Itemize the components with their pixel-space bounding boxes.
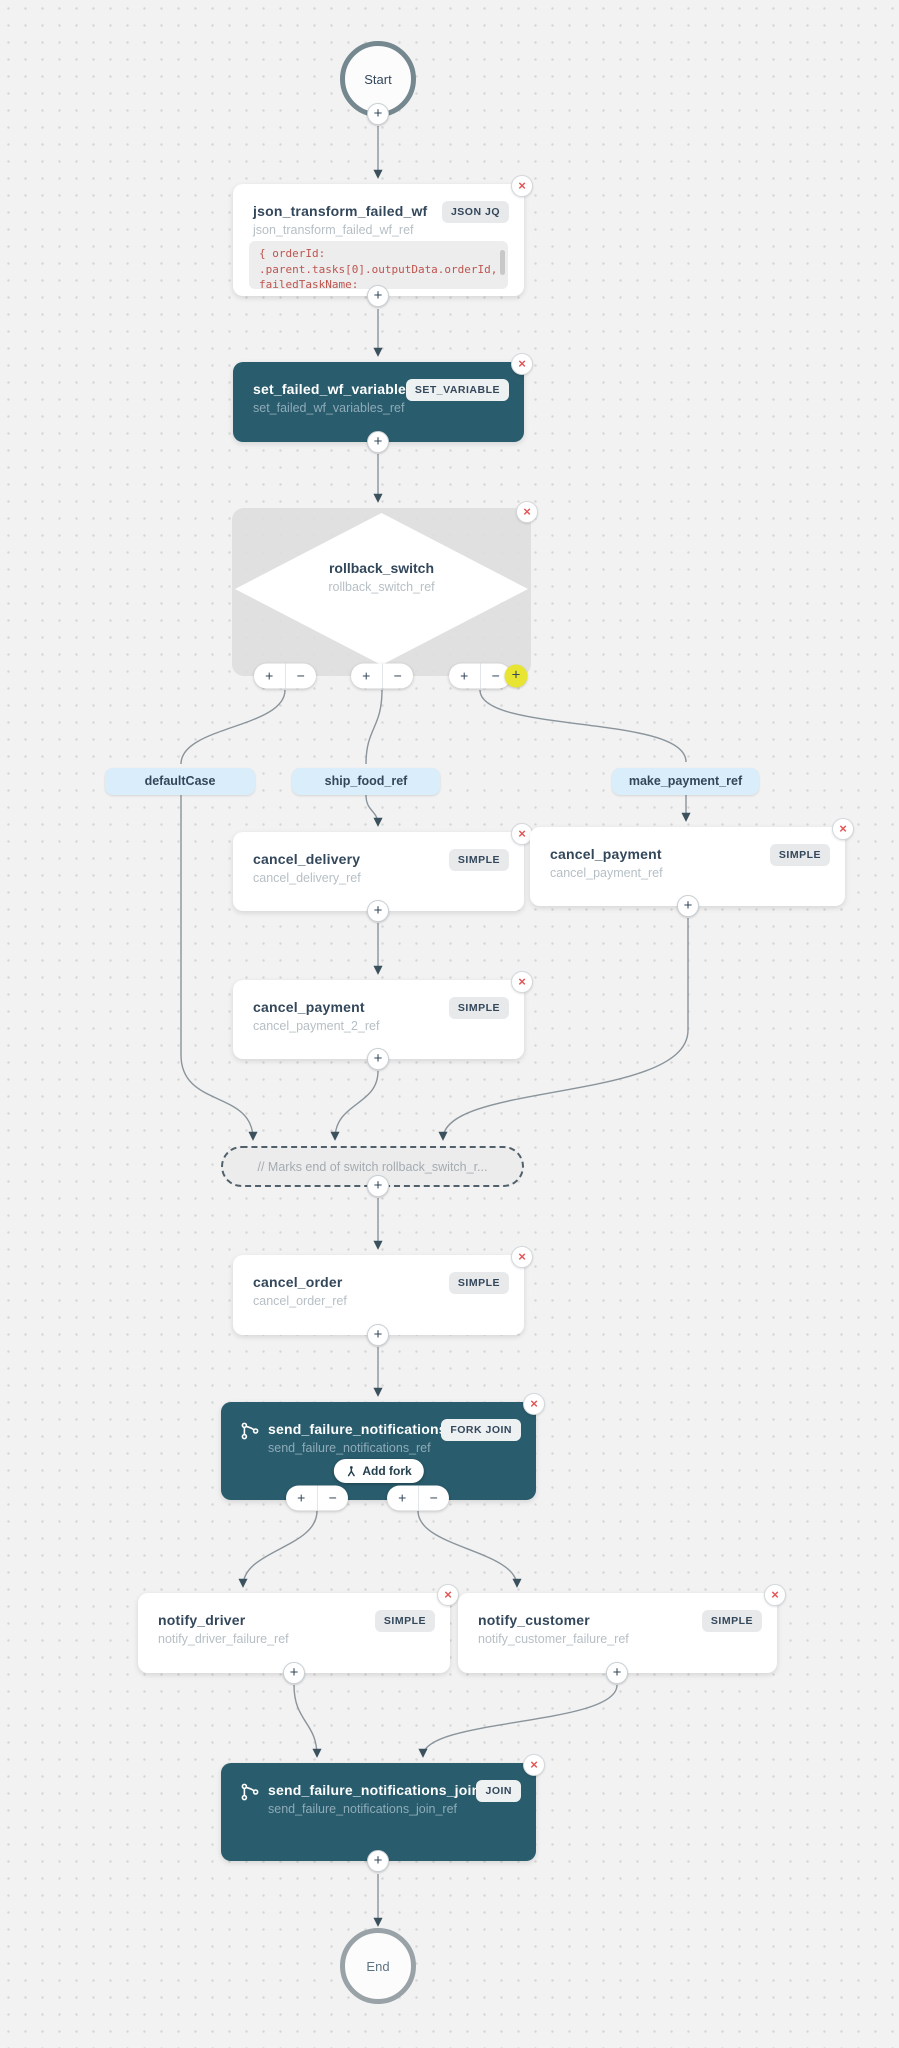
task-title: notify_customer (478, 1612, 590, 1628)
task-cancel-order[interactable]: × cancel_order cancel_order_ref SIMPLE (233, 1246, 533, 1335)
task-ref: cancel_delivery_ref (253, 871, 361, 885)
case-add-remove-control: + − (351, 663, 413, 689)
case-label-ship-food[interactable]: ship_food_ref (292, 768, 440, 795)
task-ref: send_failure_notifications_ref (268, 1441, 431, 1455)
remove-task-button[interactable]: × (511, 175, 533, 197)
task-type-badge: SIMPLE (701, 1610, 762, 1632)
task-title: send_failure_notifications_join (268, 1782, 481, 1798)
remove-case-button[interactable]: − (393, 667, 402, 684)
task-ref: json_transform_failed_wf_ref (253, 223, 414, 237)
task-type-badge: JOIN (476, 1780, 521, 1802)
task-notify-driver[interactable]: × notify_driver notify_driver_failure_re… (138, 1584, 459, 1673)
add-fork-label: Add fork (362, 1464, 412, 1478)
case-label-default[interactable]: defaultCase (105, 768, 255, 795)
add-branch-task-button[interactable]: + (286, 1485, 318, 1511)
add-case-button[interactable]: + (351, 663, 383, 689)
add-task-button[interactable]: + (367, 900, 389, 922)
task-switch[interactable]: × rollback_switch rollback_switch_ref (232, 501, 538, 676)
task-join[interactable]: × send_failure_notifications_join send_f… (221, 1754, 545, 1861)
join-icon (241, 1783, 259, 1801)
add-task-button[interactable]: + (367, 103, 389, 125)
remove-task-button[interactable]: × (832, 818, 854, 840)
task-ref: rollback_switch_ref (328, 580, 435, 594)
jq-expression-preview[interactable]: { orderId: .parent.tasks[0].outputData.o… (249, 241, 508, 289)
task-type-badge: JSON JQ (441, 201, 509, 223)
task-title: json_transform_failed_wf (253, 203, 428, 219)
add-task-button[interactable]: + (367, 1175, 389, 1197)
task-ref: cancel_order_ref (253, 1294, 347, 1308)
task-type-badge: SIMPLE (448, 1272, 509, 1294)
task-title: cancel_payment (550, 846, 662, 862)
remove-task-button[interactable]: × (437, 1584, 459, 1606)
task-json-transform[interactable]: × json_transform_failed_wf json_transfor… (233, 175, 533, 296)
fork-branch-control: + − (286, 1485, 348, 1511)
remove-branch-task-button[interactable]: − (328, 1489, 337, 1506)
add-task-button[interactable]: + (677, 895, 699, 917)
add-task-button[interactable]: + (367, 431, 389, 453)
task-type-badge: SIMPLE (448, 997, 509, 1019)
task-title: cancel_delivery (253, 851, 361, 867)
task-ref: cancel_payment_ref (550, 866, 663, 880)
task-notify-customer[interactable]: × notify_customer notify_customer_failur… (458, 1584, 786, 1673)
add-task-button[interactable]: + (367, 285, 389, 307)
task-type-badge: SET_VARIABLE (405, 379, 509, 401)
task-type-badge: SIMPLE (374, 1610, 435, 1632)
start-label: Start (364, 71, 392, 87)
task-title: cancel_order (253, 1274, 343, 1290)
task-title: cancel_payment (253, 999, 365, 1015)
task-title: notify_driver (158, 1612, 246, 1628)
case-label-make-payment[interactable]: make_payment_ref (612, 768, 759, 795)
add-task-button[interactable]: + (283, 1662, 305, 1684)
task-ref: notify_customer_failure_ref (478, 1632, 629, 1646)
fork-branch-control: + − (387, 1485, 449, 1511)
add-task-button[interactable]: + (367, 1048, 389, 1070)
add-fork-button[interactable]: Add fork (333, 1459, 424, 1483)
code-scrollbar[interactable] (500, 250, 505, 275)
add-task-button[interactable]: + (606, 1662, 628, 1684)
end-node: End (340, 1928, 416, 2004)
add-task-button[interactable]: + (367, 1324, 389, 1346)
task-title: rollback_switch (328, 560, 435, 576)
end-label: End (366, 1958, 390, 1974)
code-line: { orderId: (259, 247, 326, 260)
task-ref: notify_driver_failure_ref (158, 1632, 289, 1646)
task-type-badge: FORK JOIN (441, 1419, 521, 1441)
remove-task-button[interactable]: × (511, 1246, 533, 1268)
code-line: .parent.tasks[0].outputData.orderId, (259, 262, 498, 276)
remove-task-button[interactable]: × (523, 1393, 545, 1415)
case-add-remove-control: + − (254, 663, 316, 689)
task-title: send_failure_notifications (268, 1421, 447, 1437)
task-fork[interactable]: × send_failure_notifications send_failur… (221, 1393, 545, 1500)
task-type-badge: SIMPLE (769, 844, 830, 866)
code-line: failedTaskName: (259, 278, 359, 289)
task-ref: set_failed_wf_variables_ref (253, 401, 405, 415)
task-cancel-delivery[interactable]: × cancel_delivery cancel_delivery_ref SI… (233, 823, 533, 911)
task-set-variables[interactable]: × set_failed_wf_variables set_failed_wf_… (233, 353, 533, 442)
remove-case-button[interactable]: − (296, 667, 305, 684)
add-case-button[interactable]: + (449, 663, 481, 689)
case-add-remove-control: + − (449, 663, 511, 689)
add-branch-task-button[interactable]: + (387, 1485, 419, 1511)
remove-branch-task-button[interactable]: − (429, 1489, 438, 1506)
remove-task-button[interactable]: × (764, 1584, 786, 1606)
add-task-button[interactable]: + (367, 1850, 389, 1872)
add-switch-case-button[interactable]: + (504, 664, 528, 688)
remove-task-button[interactable]: × (516, 501, 538, 523)
add-fork-icon (347, 1465, 355, 1476)
task-title: set_failed_wf_variables (253, 381, 415, 397)
task-ref: send_failure_notifications_join_ref (268, 1802, 458, 1816)
fork-icon (241, 1422, 259, 1440)
add-case-button[interactable]: + (254, 663, 286, 689)
task-type-badge: SIMPLE (448, 849, 509, 871)
remove-task-button[interactable]: × (511, 353, 533, 375)
switch-end-label: // Marks end of switch rollback_switch_r… (257, 1159, 488, 1174)
remove-task-button[interactable]: × (523, 1754, 545, 1776)
task-ref: cancel_payment_2_ref (253, 1019, 380, 1033)
task-cancel-payment[interactable]: × cancel_payment cancel_payment_ref SIMP… (530, 818, 854, 906)
remove-task-button[interactable]: × (511, 971, 533, 993)
remove-case-button[interactable]: − (491, 667, 500, 684)
